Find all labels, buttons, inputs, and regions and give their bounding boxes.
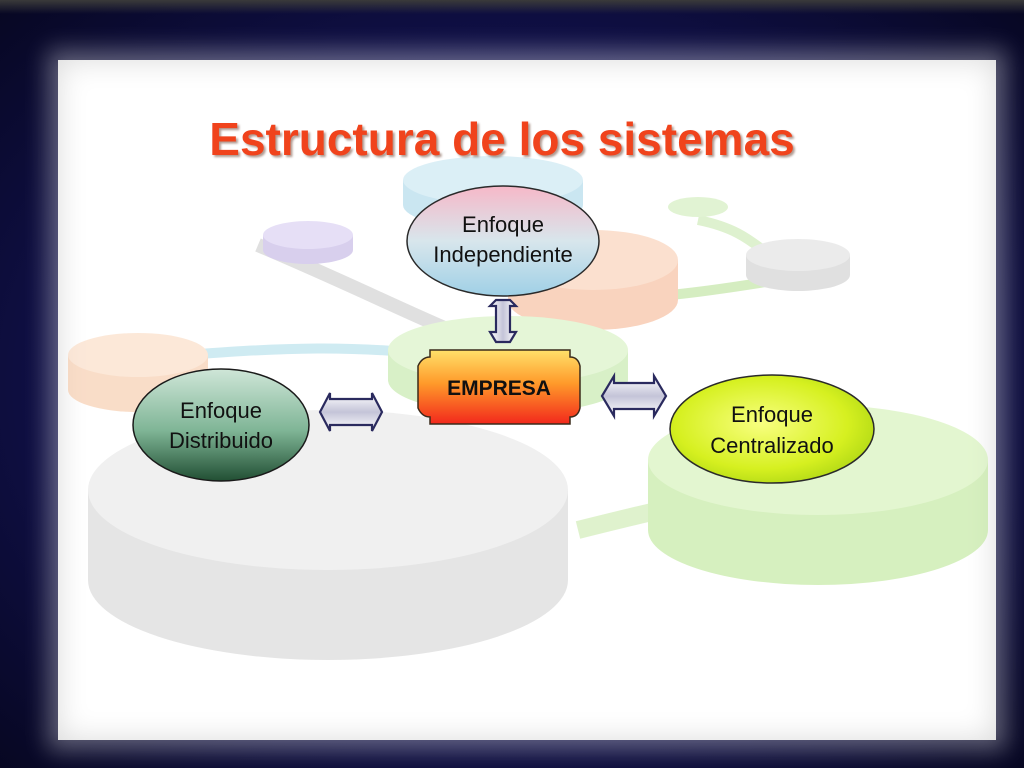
node-label-line2: Independiente <box>433 242 572 267</box>
node-shape <box>669 374 875 484</box>
node-label-line2: Distribuido <box>169 428 273 453</box>
node-shape <box>132 368 310 482</box>
bg-cylinder-top <box>668 197 728 217</box>
slide-title: Estructura de los sistemas <box>209 113 795 165</box>
node-shape <box>417 349 581 425</box>
node-shape <box>406 185 600 297</box>
double-arrow-right <box>600 372 668 420</box>
node-empresa: EMPRESA <box>417 349 581 425</box>
slide-canvas: Estructura de los sistemas <box>58 60 996 740</box>
node-label-line1: Enfoque <box>462 212 544 237</box>
node-label-line1: Enfoque <box>180 398 262 423</box>
node-label-line1: Enfoque <box>731 402 813 427</box>
bg-cylinder-top <box>263 221 353 249</box>
node-label-line2: Centralizado <box>710 433 834 458</box>
diagram: Enfoque Independiente Enfoque Distribuid… <box>132 185 875 484</box>
node-enfoque-centralizado: Enfoque Centralizado <box>669 374 875 484</box>
bg-cylinder-top <box>68 333 208 377</box>
node-enfoque-independiente: Enfoque Independiente <box>406 185 600 297</box>
double-arrow-left <box>318 392 384 432</box>
node-label: EMPRESA <box>447 377 551 400</box>
node-enfoque-distribuido: Enfoque Distribuido <box>132 368 310 482</box>
double-arrow-vertical <box>487 298 519 344</box>
bg-cylinder-top <box>746 239 850 271</box>
